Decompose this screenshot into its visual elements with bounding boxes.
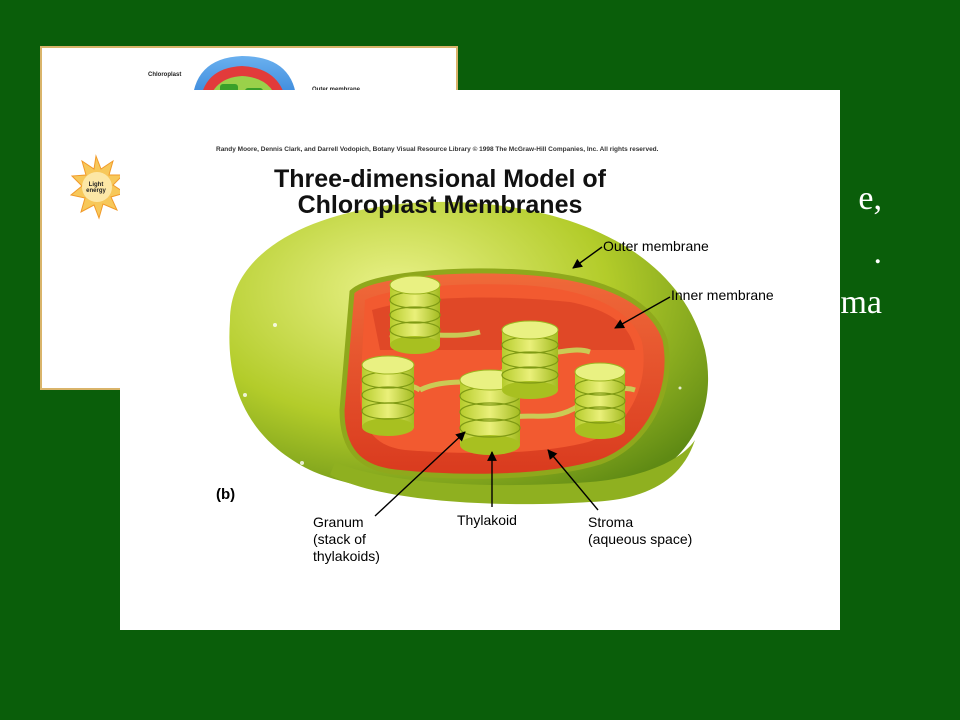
leader-inner-membrane xyxy=(614,296,671,329)
slide-text-fragment-1: e, xyxy=(858,180,882,217)
back-label-light-energy: Light energy xyxy=(86,182,106,194)
back-label-chloroplast: Chloroplast xyxy=(148,72,182,78)
chloroplast-figure: Randy Moore, Dennis Clark, and Darrell V… xyxy=(120,90,840,630)
figure-credit: Randy Moore, Dennis Clark, and Darrell V… xyxy=(216,146,659,153)
panel-label: (b) xyxy=(216,486,236,503)
granum-stack-5 xyxy=(574,362,626,439)
sun-icon xyxy=(69,154,127,220)
label-stroma: Stroma (aqueous space) xyxy=(588,514,693,547)
label-inner-membrane: Inner membrane xyxy=(671,287,774,303)
label-thylakoid: Thylakoid xyxy=(457,512,517,528)
granum-stack-4 xyxy=(501,320,559,399)
slide-text-fragment-2: . xyxy=(873,234,883,271)
figure-title: Three-dimensional Model of Chloroplast M… xyxy=(274,165,606,219)
granum-stack-3 xyxy=(459,369,521,455)
granum-stack-1 xyxy=(389,275,441,354)
chloroplast-illustration xyxy=(229,201,709,517)
leader-granum xyxy=(374,431,466,517)
label-granum: Granum (stack of thylakoids) xyxy=(313,514,380,564)
granum-stack-2 xyxy=(361,355,415,436)
slide-text-fragment-3: ma xyxy=(840,284,882,321)
leader-stroma xyxy=(547,449,599,511)
label-outer-membrane: Outer membrane xyxy=(603,238,709,254)
leader-outer-membrane xyxy=(572,246,603,269)
